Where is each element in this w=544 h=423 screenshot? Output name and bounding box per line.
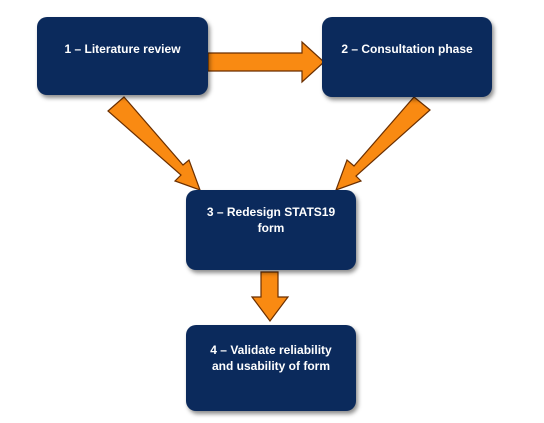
arrow-step2-to-step3 (334, 96, 431, 191)
step-4-label-line2: and usability of form (211, 359, 330, 373)
step-3-box: 3 – Redesign STATS19 form (186, 190, 356, 270)
step-2-label: 2 – Consultation phase (341, 42, 473, 56)
step-4-box: 4 – Validate reliability and usability o… (186, 325, 356, 411)
step-1-label: 1 – Literature review (64, 42, 181, 56)
step-1-box: 1 – Literature review (37, 17, 208, 95)
step-3-label-line2: form (257, 221, 285, 235)
step-3-label-line1: 3 – Redesign STATS19 (206, 205, 336, 219)
arrow-step1-to-step3 (107, 96, 202, 191)
arrow-step1-to-step2 (207, 40, 325, 84)
step-2-box: 2 – Consultation phase (322, 17, 492, 97)
arrow-step3-to-step4 (250, 271, 290, 322)
step-4-label-line1: 4 – Validate reliability (210, 343, 332, 357)
